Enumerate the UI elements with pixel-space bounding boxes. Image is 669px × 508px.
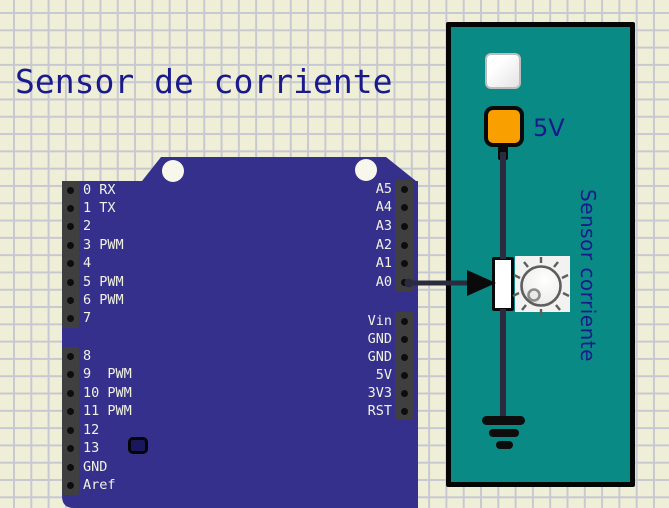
- pin[interactable]: [400, 279, 408, 287]
- pin[interactable]: [400, 204, 408, 212]
- pin-label: GND: [83, 458, 108, 475]
- pin[interactable]: [400, 241, 408, 249]
- pin-label: 13: [83, 440, 100, 457]
- pin[interactable]: [67, 445, 74, 453]
- pin[interactable]: [67, 408, 74, 416]
- pin-label: Vin: [367, 312, 392, 329]
- pin[interactable]: [67, 260, 74, 268]
- pin[interactable]: [67, 186, 74, 194]
- pin-header-digital-low: [62, 181, 79, 328]
- pin-label: Aref: [83, 477, 116, 494]
- pin[interactable]: [400, 223, 408, 231]
- pin[interactable]: [400, 317, 408, 325]
- pin-label: 5V: [375, 366, 392, 383]
- pin-label: A2: [375, 236, 392, 253]
- pin-label: 3 PWM: [83, 236, 124, 253]
- pin13-led[interactable]: [128, 437, 148, 454]
- pin[interactable]: [400, 353, 408, 361]
- pin-label: A5: [375, 180, 392, 197]
- pin-labels-digital-low: 0 RX 1 TX 2 3 PWM 4 5 PWM 6 PWM 7: [83, 181, 124, 328]
- panel-label: Sensor corriente: [576, 189, 600, 362]
- mounting-hole-icon: [355, 159, 377, 181]
- pin[interactable]: [67, 223, 74, 231]
- pin-label: 11 PWM: [83, 403, 132, 420]
- pin[interactable]: [67, 278, 74, 286]
- pin-label: A0: [375, 274, 392, 291]
- pin-label: 2: [83, 218, 92, 235]
- pin-label: A4: [375, 199, 392, 216]
- pin-label: A3: [375, 218, 392, 235]
- pin-label: A1: [375, 255, 392, 272]
- pin[interactable]: [67, 426, 74, 434]
- pin-header-analog: [395, 180, 413, 292]
- current-sensor-body[interactable]: [492, 257, 514, 311]
- pin-header-digital-high: [62, 347, 79, 495]
- pin[interactable]: [400, 335, 408, 343]
- pin[interactable]: [67, 241, 74, 249]
- diagram-title: Sensor de corriente: [15, 62, 393, 101]
- power-source-5v[interactable]: [484, 106, 524, 147]
- pin-label: 7: [83, 310, 92, 327]
- pin-label: GND: [367, 348, 392, 365]
- pin[interactable]: [67, 371, 74, 379]
- pin-labels-digital-high: 8 9 PWM 10 PWM 11 PWM 12 13 GND Aref: [83, 347, 132, 495]
- push-button[interactable]: [485, 53, 521, 89]
- pin-label: 1 TX: [83, 200, 116, 217]
- pin-labels-analog: A5 A4 A3 A2 A1 A0: [330, 180, 392, 292]
- pin[interactable]: [400, 407, 408, 415]
- mounting-hole-icon: [162, 160, 184, 182]
- pin[interactable]: [67, 352, 74, 360]
- pin[interactable]: [67, 315, 74, 323]
- pin-label: 3V3: [367, 384, 392, 401]
- pin[interactable]: [400, 185, 408, 193]
- pin[interactable]: [400, 389, 408, 397]
- pin[interactable]: [67, 463, 74, 471]
- board-body[interactable]: [62, 157, 418, 508]
- sensor-panel: [446, 22, 635, 487]
- pin-label: 6 PWM: [83, 291, 124, 308]
- pin[interactable]: [67, 296, 74, 304]
- pin-label: GND: [367, 330, 392, 347]
- pin[interactable]: [67, 482, 74, 490]
- pin-label: 4: [83, 255, 92, 272]
- pin-label: 5 PWM: [83, 273, 124, 290]
- pin-label: 12: [83, 421, 100, 438]
- pin-label: 0 RX: [83, 181, 116, 198]
- pin-label: RST: [367, 402, 392, 419]
- voltage-label: 5V: [533, 114, 565, 142]
- pin-label: 10 PWM: [83, 384, 132, 401]
- pin-header-power: [395, 312, 413, 420]
- pin-label: 8: [83, 347, 92, 364]
- pin-labels-power: Vin GND GND 5V 3V3 RST: [330, 312, 392, 420]
- pin[interactable]: [400, 260, 408, 268]
- pin-label: 9 PWM: [83, 366, 132, 383]
- pin[interactable]: [67, 205, 74, 213]
- pin[interactable]: [400, 371, 408, 379]
- pin[interactable]: [67, 389, 74, 397]
